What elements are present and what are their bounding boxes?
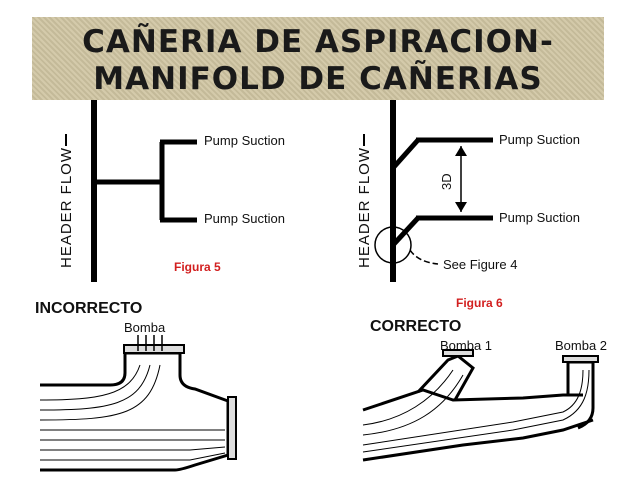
diagram-panel: HEADER FLOW Pump Suction Pump Suction Fi… [32,100,604,290]
figure-6-drawing [374,100,493,282]
header-bottom-edge [362,418,594,462]
pump-2-label: Bomba 2 [555,338,608,353]
flange-pump-1 [442,349,474,357]
lateral-branch-top [391,138,420,170]
dimension-label: 3D [439,173,454,190]
detail-circle [374,226,412,264]
detail-leader [409,249,439,265]
lateral-pump-1 [416,354,475,401]
pump-suction-top-label: Pump Suction [499,132,580,147]
pump-suction-bottom-label: Pump Suction [499,210,580,225]
figure-5-drawing [91,100,197,282]
correct-label: CORRECTO [370,318,462,335]
dimension-arrow-up-icon [455,146,467,156]
flow-arrow-icon [65,134,67,146]
dimension-arrow-down-icon [455,202,467,212]
figure-6: HEADER FLOW 3D Pump Suction Pump Suction… [318,100,604,290]
title-line-2: MANIFOLD DE CAÑERIAS [93,61,543,97]
header-top-edge [362,388,583,412]
figure-5: HEADER FLOW Pump Suction Pump Suction Fi… [32,100,318,290]
header-flow-label: HEADER FLOW [58,146,75,268]
figure-6-caption: Figura 6 [456,296,503,310]
figure-5-caption: Figura 5 [174,260,221,274]
pump-suction-bottom-label: Pump Suction [204,211,285,226]
see-figure-label: See Figure 4 [443,257,518,272]
pump-suction-top-label: Pump Suction [204,133,285,148]
flange-right [227,396,237,460]
pump-label: Bomba [124,320,166,335]
elbow-pump-2 [566,360,595,430]
tee-outline [40,351,230,472]
incorrect-label: INCORRECTO [35,300,143,317]
flow-arrow-icon [363,134,365,146]
correct-manifold-drawing [362,349,599,462]
incorrect-tee-drawing [39,335,237,472]
header-flow-label: HEADER FLOW [356,146,373,268]
flange-pump-2 [562,355,599,363]
title-band: CAÑERIA DE ASPIRACION- MANIFOLD DE CAÑER… [32,17,604,100]
title-line-1: CAÑERIA DE ASPIRACION- [82,24,554,60]
